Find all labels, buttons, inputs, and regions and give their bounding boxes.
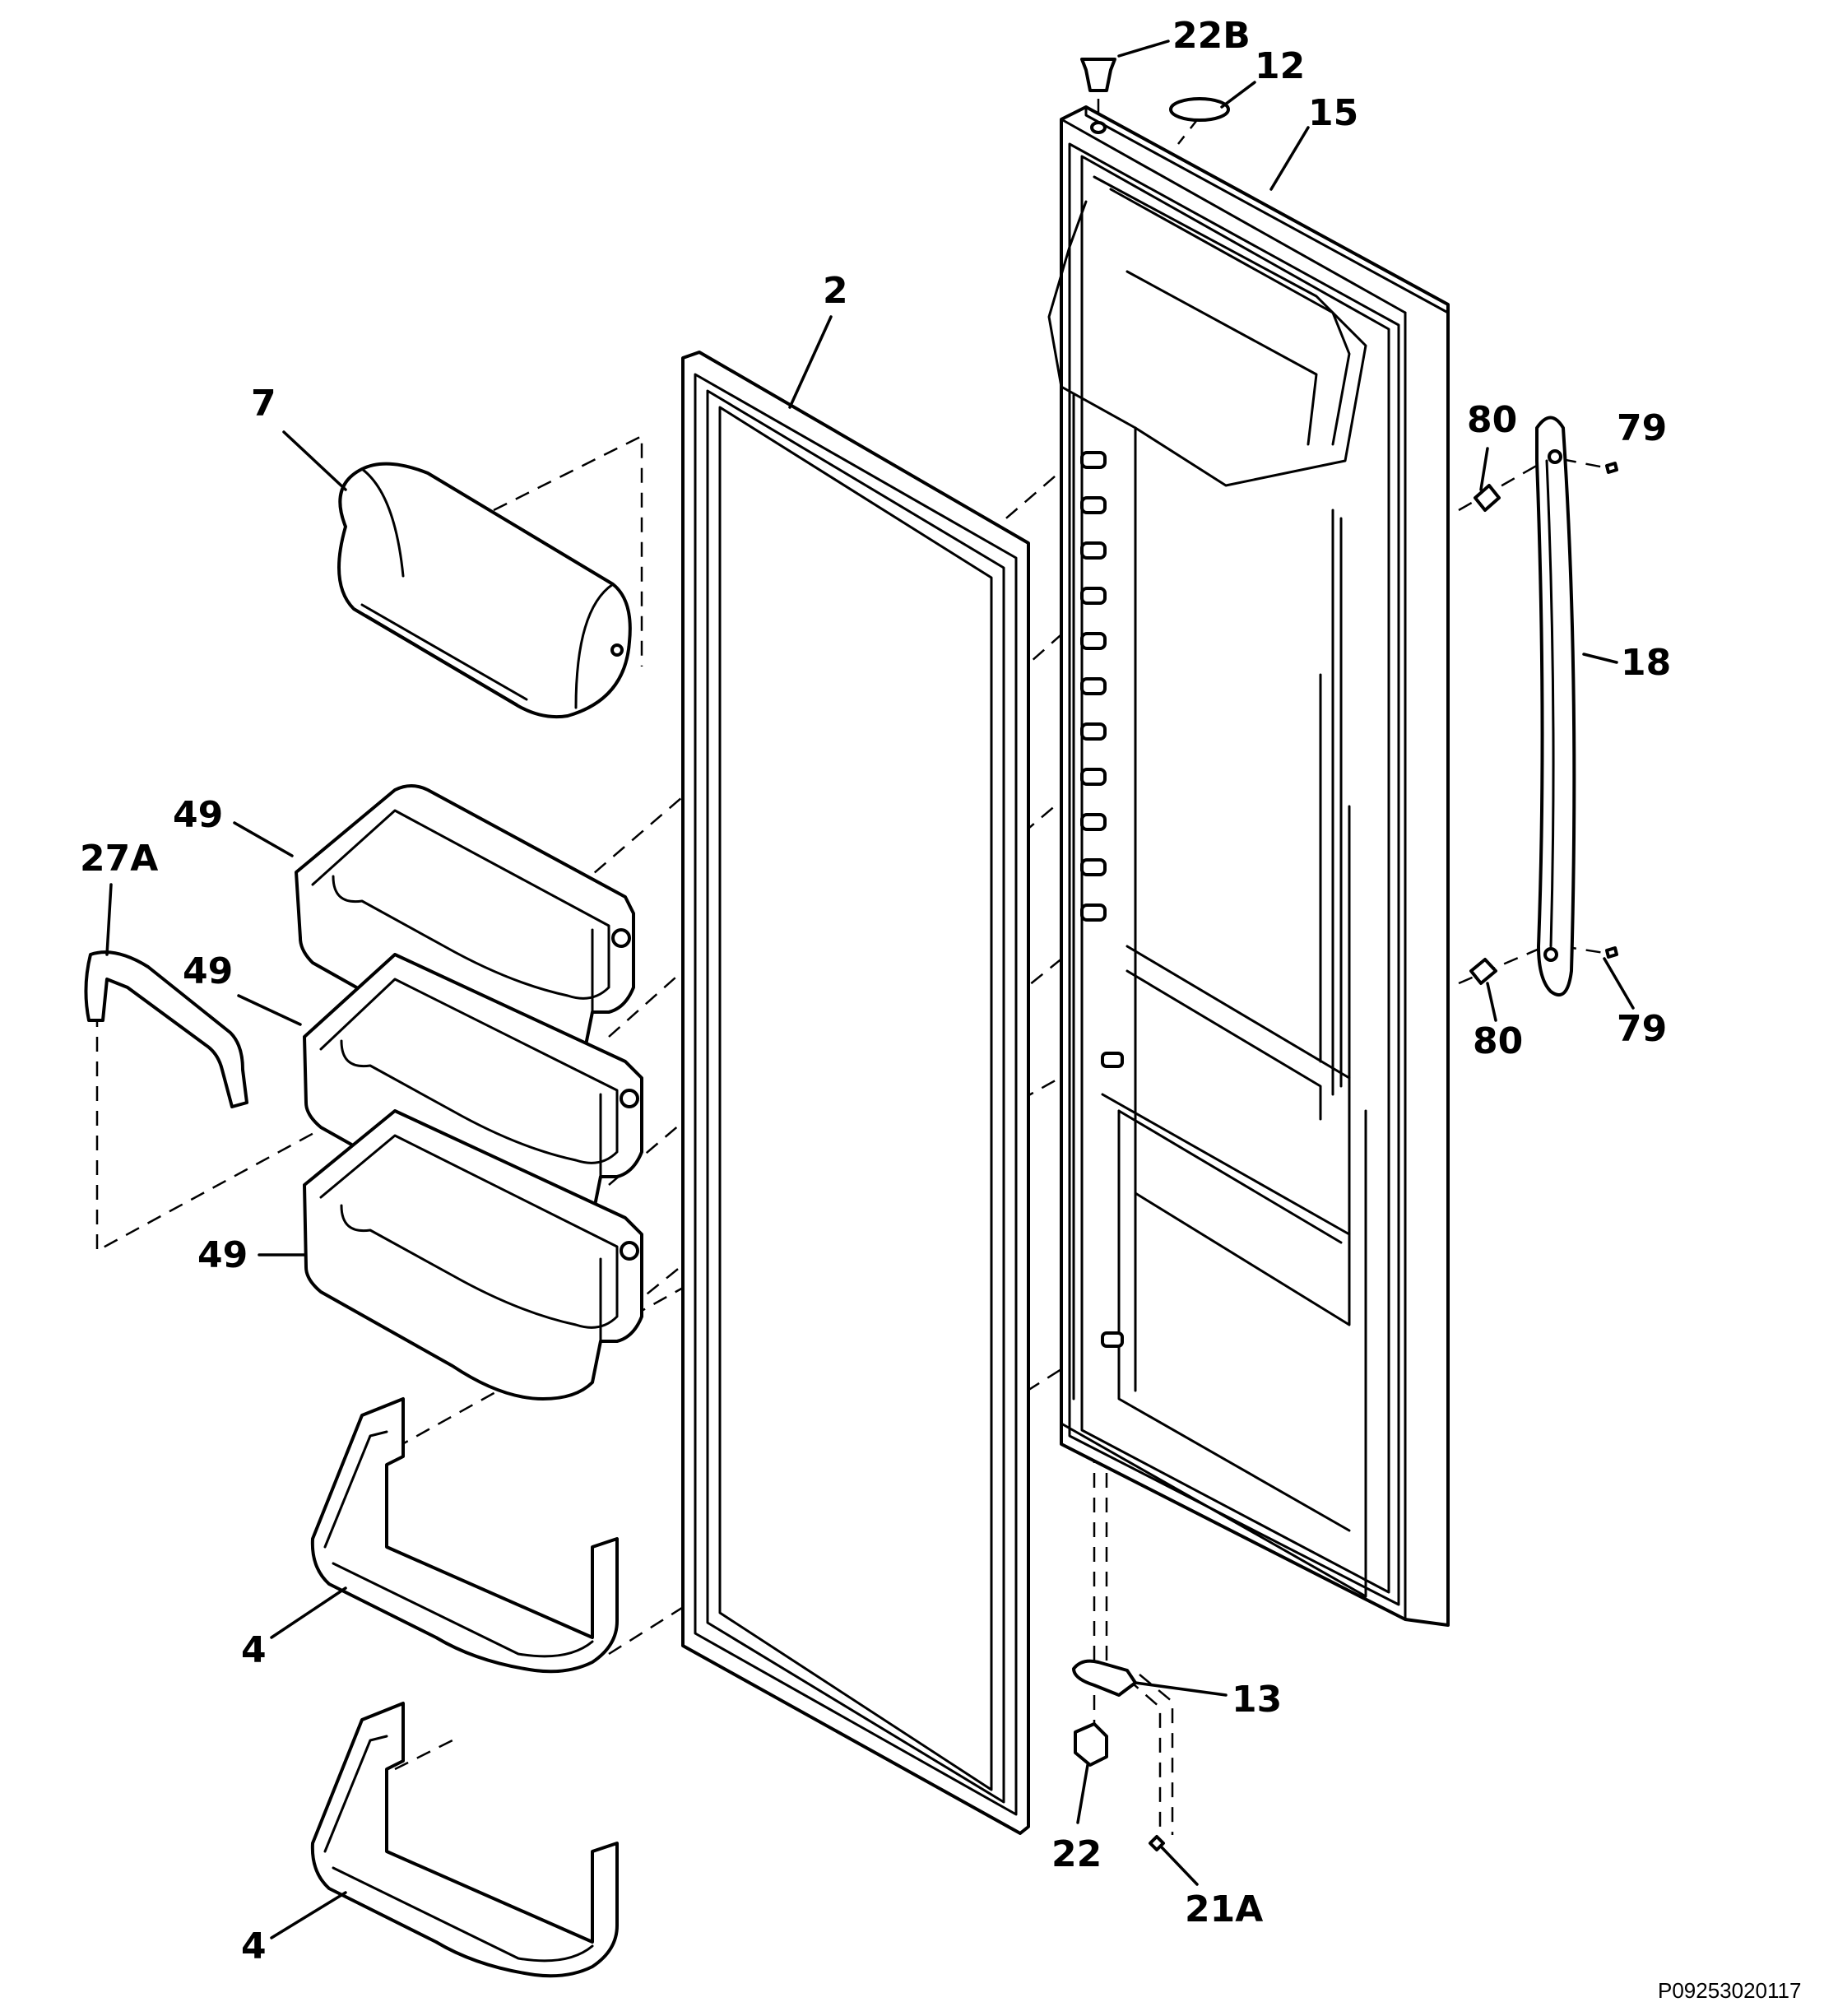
shelf-peg-column bbox=[1080, 451, 1124, 1348]
hinge-screw bbox=[1149, 1835, 1165, 1851]
callout-79-bottom: 79 bbox=[1617, 1008, 1667, 1050]
door-bin-lower bbox=[303, 1109, 643, 1401]
callout-13: 13 bbox=[1232, 1679, 1282, 1721]
hinge-cover-plug bbox=[1169, 97, 1230, 122]
callout-79-top: 79 bbox=[1617, 407, 1667, 449]
callout-4-upper: 4 bbox=[241, 1629, 267, 1671]
callout-49-upper: 49 bbox=[173, 794, 223, 836]
handle-screw-top bbox=[1474, 462, 1618, 512]
callout-7: 7 bbox=[251, 383, 276, 425]
can-rack bbox=[337, 462, 632, 719]
callout-22: 22 bbox=[1051, 1833, 1102, 1875]
callout-4-lower: 4 bbox=[241, 1925, 267, 1967]
callout-21a: 21A bbox=[1185, 1888, 1263, 1930]
callout-15: 15 bbox=[1308, 92, 1358, 134]
bottom-hinge-bracket bbox=[1072, 1659, 1137, 1697]
callout-18: 18 bbox=[1621, 642, 1671, 684]
callout-49-middle: 49 bbox=[183, 950, 233, 992]
hinge-bushing-bottom bbox=[1074, 1722, 1108, 1767]
hinge-bushing-top bbox=[1080, 58, 1116, 134]
trim-handle bbox=[84, 950, 248, 1108]
door-handle bbox=[1535, 416, 1576, 997]
callout-49-lower: 49 bbox=[197, 1234, 248, 1276]
callout-27a: 27A bbox=[80, 838, 158, 880]
callout-leaders bbox=[105, 39, 1635, 1939]
callout-80-top: 80 bbox=[1467, 399, 1517, 441]
door-shelf-bin-upper bbox=[310, 1397, 619, 1674]
callout-2: 2 bbox=[823, 270, 848, 312]
door-shelf-bin-lower bbox=[310, 1702, 619, 1978]
callout-80-bottom: 80 bbox=[1473, 1020, 1523, 1062]
door-gasket bbox=[681, 351, 1030, 1835]
callout-22b: 22B bbox=[1172, 15, 1251, 57]
catalog-number: P09253020117 bbox=[1658, 1978, 1801, 2003]
callout-labels: 22B 12 15 2 7 80 79 18 49 27A 49 80 79 4… bbox=[80, 15, 1801, 2003]
handle-screw-bottom bbox=[1469, 946, 1618, 985]
door-outer-panel bbox=[1047, 105, 1450, 1627]
callout-12: 12 bbox=[1255, 45, 1305, 87]
